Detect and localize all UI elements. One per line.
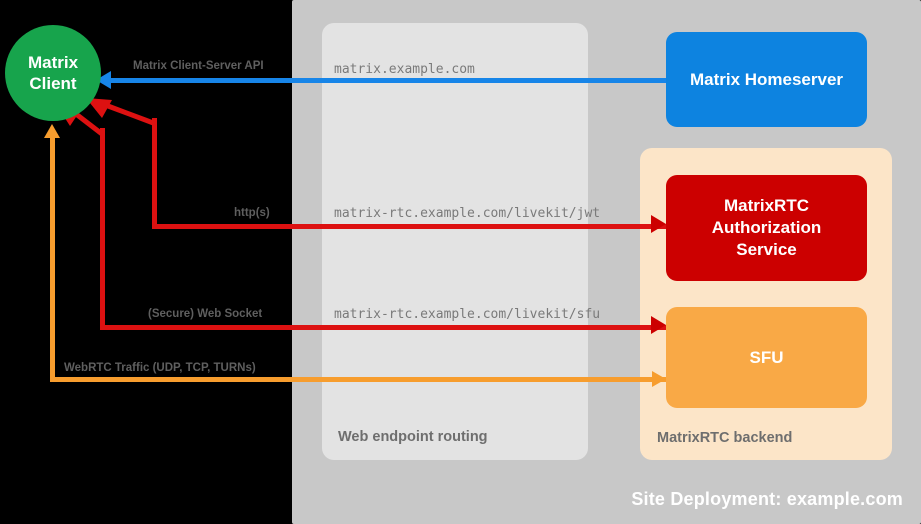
edge-websocket-protocol-label: (Secure) Web Socket <box>148 308 263 320</box>
node-matrix-client[interactable]: Matrix Client <box>5 25 101 121</box>
edge-websocket-line-horizontal <box>100 325 666 330</box>
node-auth-line1: MatrixRTC <box>723 196 809 215</box>
edge-csapi-endpoint-label: matrix.example.com <box>334 62 475 77</box>
web-endpoint-routing-label: Web endpoint routing <box>338 429 488 445</box>
node-sfu-label: SFU <box>749 347 784 367</box>
edge-webrtc-sfu-arrowhead-icon <box>652 371 666 387</box>
edge-https-arrowhead-icon <box>86 98 157 127</box>
edge-webrtc-line-horizontal <box>50 377 666 382</box>
edge-webrtc-protocol-label: WebRTC Traffic (UDP, TCP, TURNs) <box>64 362 256 374</box>
edge-websocket-target-arrowhead-icon <box>651 316 666 334</box>
edge-https-line-vertical <box>152 118 157 229</box>
node-matrix-client-line2: Client <box>29 74 77 93</box>
node-matrix-homeserver-label: Matrix Homeserver <box>689 69 844 89</box>
node-matrix-homeserver[interactable]: Matrix Homeserver <box>666 32 867 127</box>
edge-https-target-arrowhead-icon <box>651 215 666 233</box>
edge-https-line-horizontal <box>152 224 666 229</box>
web-endpoint-routing-container: Web endpoint routing <box>322 23 588 460</box>
site-deployment-label: Site Deployment: example.com <box>631 489 903 509</box>
node-matrixrtc-authorization-service[interactable]: MatrixRTC Authorization Service <box>666 175 867 281</box>
edge-webrtc-line-vertical <box>50 137 55 381</box>
matrixrtc-backend-label: MatrixRTC backend <box>657 430 793 446</box>
edge-websocket-line-vertical <box>100 128 105 330</box>
edge-https-protocol-label: http(s) <box>234 207 270 219</box>
node-matrix-client-line1: Matrix <box>27 53 79 72</box>
edge-https-endpoint-label: matrix-rtc.example.com/livekit/jwt <box>334 206 601 221</box>
node-auth-line3: Service <box>736 240 797 259</box>
node-auth-line2: Authorization <box>711 218 822 237</box>
edge-csapi-line <box>110 78 667 83</box>
edge-websocket-endpoint-label: matrix-rtc.example.com/livekit/sfu <box>334 307 601 322</box>
node-sfu[interactable]: SFU <box>666 307 867 408</box>
edge-webrtc-client-arrowhead-icon <box>44 124 60 138</box>
edge-csapi-protocol-label: Matrix Client-Server API <box>133 60 264 72</box>
